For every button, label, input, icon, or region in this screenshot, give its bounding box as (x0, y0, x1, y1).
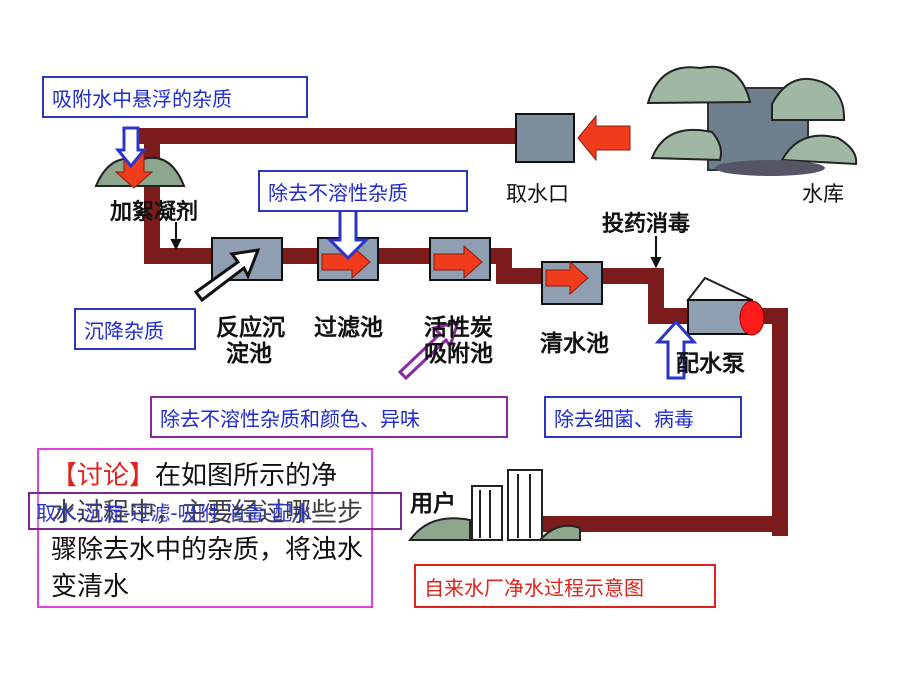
pump-label: 配水泵 (676, 350, 745, 377)
clear-pool-arrow (545, 260, 589, 296)
remove-bacteria-annotation: 除去细菌、病毒 (544, 396, 742, 438)
intake-arrow (577, 114, 631, 162)
diagram-title: 自来水厂净水过程示意图 (414, 564, 716, 608)
intake-label: 取水口 (506, 182, 569, 206)
carbon-label-line1: 活性炭 (424, 314, 493, 341)
coagulant-label: 加絮凝剂 (110, 199, 199, 225)
pump (685, 276, 765, 336)
reservoir-label: 水库 (802, 182, 844, 206)
discussion-tag: 【讨论】 (51, 461, 156, 491)
adsorb-annotation: 吸附水中悬浮的杂质 (42, 76, 308, 118)
disinfect-label: 投药消毒 (602, 211, 691, 237)
carbon-label-line2: 吸附池 (424, 340, 493, 367)
intake-box (515, 113, 575, 163)
reservoir-illustration (646, 65, 858, 176)
remove-color-annotation: 除去不溶性杂质和颜色、异味 (150, 396, 508, 438)
settle-annotation: 沉降杂质 (74, 308, 196, 350)
dosing-arrows (170, 222, 662, 269)
pointer-arrows (114, 126, 698, 381)
carbon-arrow (433, 244, 483, 280)
sedimentation-label-line1: 反应沉 (216, 314, 285, 341)
sedimentation-label-line2: 淀池 (226, 340, 272, 367)
sediment-pointer-arrow (193, 248, 261, 303)
carbon-pointer-arrow (397, 319, 461, 381)
discussion-text: 在如图所示的净水过程中，主要经过哪些步骤除去水中的杂质，将浊水变清水 (51, 461, 364, 602)
filter-label: 过滤池 (314, 314, 383, 341)
users-label: 用户 (410, 490, 456, 517)
flow-arrows (114, 114, 631, 296)
user-buildings (408, 469, 581, 541)
clear-pool-label: 清水池 (540, 330, 609, 357)
pump-pointer-arrow (654, 319, 698, 380)
remove-insoluble-annotation: 除去不溶性杂质 (258, 170, 468, 212)
process-answer: 取水-沉淀-过滤-吸附-消毒-配水 (28, 492, 402, 530)
adsorb-pointer-arrow (114, 126, 148, 169)
